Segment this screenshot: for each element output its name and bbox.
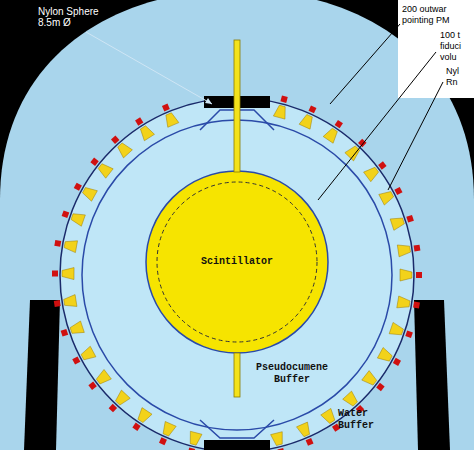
callout-label: Nylon Sphere 8.5m Ø xyxy=(38,6,118,28)
region-label: Water Buffer xyxy=(338,408,390,432)
pmt-cone xyxy=(397,245,410,257)
leader-arrow xyxy=(205,98,212,104)
pmt-base xyxy=(280,96,287,103)
pmt-cone xyxy=(62,268,74,280)
pmt-base xyxy=(277,448,284,450)
pmt-base xyxy=(135,117,143,125)
pmt-base xyxy=(162,104,170,112)
leader-line xyxy=(86,32,212,104)
pmt-cone xyxy=(321,408,335,423)
scintillator-sphere: Scintillator xyxy=(145,170,329,354)
pmt-cone xyxy=(118,143,133,158)
vessel-neck xyxy=(200,420,274,438)
pmt-base xyxy=(335,120,343,128)
leader-line xyxy=(388,82,443,190)
pmt-cone xyxy=(343,391,358,406)
pmt-cone xyxy=(299,115,312,130)
pmt-cone xyxy=(364,167,379,181)
pmt-base xyxy=(414,245,421,252)
pmt-base xyxy=(88,382,96,390)
pmt-cone xyxy=(190,431,202,445)
fiducial-volume xyxy=(157,182,317,342)
pmt-base xyxy=(309,105,317,113)
pmt-cone xyxy=(64,241,77,253)
pmt-base xyxy=(405,330,413,338)
pmt-cone xyxy=(138,408,152,423)
pmt-cone xyxy=(379,192,394,206)
pmt-cone xyxy=(82,188,97,202)
pmt-base xyxy=(109,404,117,412)
pmt-base xyxy=(74,183,82,191)
support-leg xyxy=(414,300,450,450)
pmt-base xyxy=(62,210,70,218)
pmt-base xyxy=(413,302,420,309)
callout-label: 100 t fiduci volu xyxy=(440,30,472,63)
pmt-cone xyxy=(140,126,154,141)
pmt-cone xyxy=(64,295,77,307)
bottom-port xyxy=(204,440,270,450)
label-ground xyxy=(398,0,474,98)
pmt-base xyxy=(394,187,402,195)
region-label: Pseudocumene Buffer xyxy=(250,362,334,386)
region-label: Scintillator xyxy=(145,256,329,268)
support-leg xyxy=(24,300,60,450)
pmt-cone xyxy=(389,322,403,334)
pmt-base xyxy=(416,272,422,278)
pmt-base xyxy=(61,329,69,337)
pmt-base xyxy=(356,405,364,413)
callout-label: Nyl Rn xyxy=(446,66,472,88)
pmt-cone xyxy=(81,346,96,360)
pmt-cone xyxy=(397,296,410,308)
pmt-ring xyxy=(52,96,422,450)
pmt-cone xyxy=(296,422,309,437)
pmt-base xyxy=(72,356,80,364)
pmt-base xyxy=(132,423,140,431)
pmt-cone xyxy=(96,369,111,383)
pmt-cone xyxy=(115,390,130,405)
pmt-cone xyxy=(71,214,85,226)
pmt-base xyxy=(111,136,119,144)
pmt-base xyxy=(376,383,384,391)
pmt-cone xyxy=(362,371,377,385)
leader-line xyxy=(318,52,436,200)
pmt-cone xyxy=(166,113,179,128)
pmt-cone xyxy=(400,269,412,281)
pmt-base xyxy=(332,423,340,431)
pmt-cone xyxy=(323,128,337,143)
callout-label: 200 outwar pointing PM xyxy=(402,4,472,26)
pmt-cone xyxy=(70,321,84,333)
pmt-base xyxy=(52,270,58,276)
pmt-base xyxy=(378,161,386,169)
bottom-stem xyxy=(234,353,240,397)
pmt-cone xyxy=(390,218,404,230)
pmt-cone xyxy=(377,348,392,362)
pmt-cone xyxy=(271,432,283,446)
pmt-base xyxy=(54,240,61,247)
leader-line xyxy=(330,24,400,104)
pmt-cone xyxy=(345,146,360,161)
sphere-shape xyxy=(146,171,328,353)
pmt-cone xyxy=(98,164,113,179)
pmt-base xyxy=(159,437,167,445)
pmt-base xyxy=(188,448,195,450)
pmt-base xyxy=(90,157,98,165)
pmt-cone xyxy=(273,105,285,119)
fill-pipe xyxy=(234,40,240,172)
pmt-base xyxy=(393,358,401,366)
pmt-cone xyxy=(163,421,176,436)
pmt-base xyxy=(54,300,61,307)
pmt-base xyxy=(406,215,414,223)
pmt-base xyxy=(306,438,314,446)
